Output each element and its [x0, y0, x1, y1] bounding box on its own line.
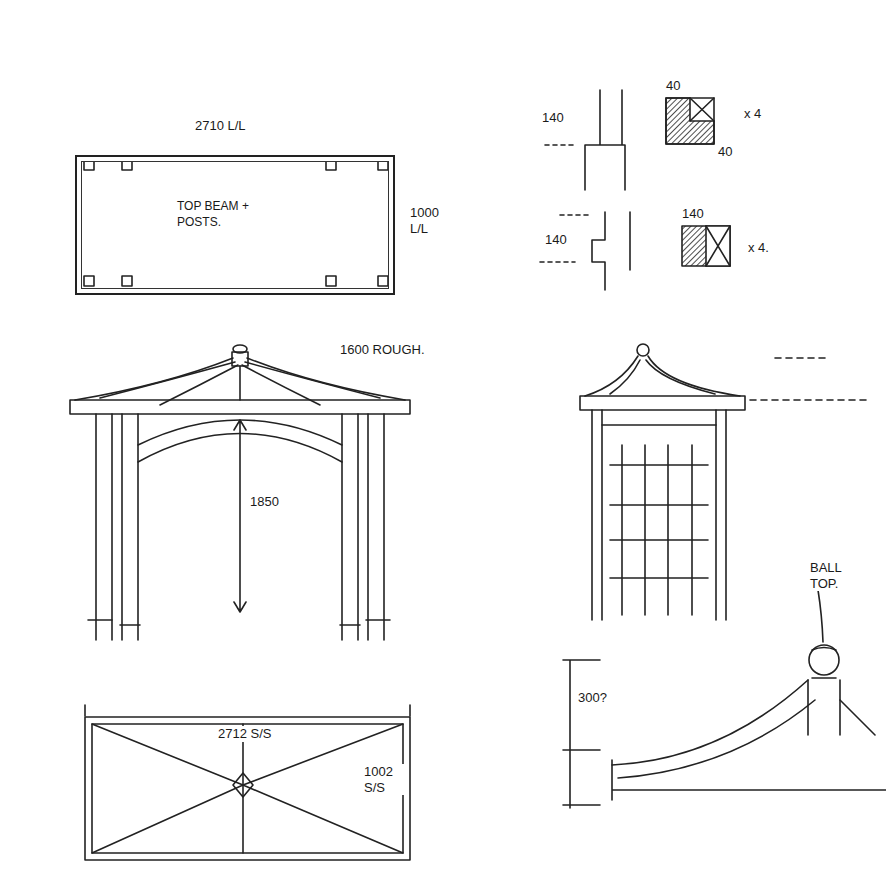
dimension: 140 [540, 110, 566, 126]
note: 1600 ROUGH. [338, 342, 427, 358]
quantity: x 4. [746, 240, 771, 256]
dimension: 300? [576, 690, 609, 706]
dimension: 40 [716, 144, 734, 160]
front-elevation [70, 345, 410, 640]
post-marks [84, 160, 388, 286]
dimension: 1002 S/S [362, 764, 406, 795]
plan-outline: TOP BEAM + POSTS. [75, 155, 395, 295]
dimension: 40 [664, 78, 682, 94]
dimension: 2712 S/S [216, 726, 274, 742]
quantity: x 4 [742, 106, 763, 122]
plan-note: TOP BEAM + POSTS. [177, 199, 267, 230]
roof-plan [85, 705, 410, 860]
dimension: 1850 [248, 494, 281, 510]
section-detail [540, 90, 730, 290]
dimension: 140 [680, 206, 706, 222]
dimension: 2710 L/L [193, 118, 248, 134]
part-name: BALL TOP. [808, 560, 872, 591]
dimension: 1000 L/L [408, 205, 456, 236]
dimension: 140 [543, 232, 569, 248]
ball-top-detail [563, 590, 886, 808]
